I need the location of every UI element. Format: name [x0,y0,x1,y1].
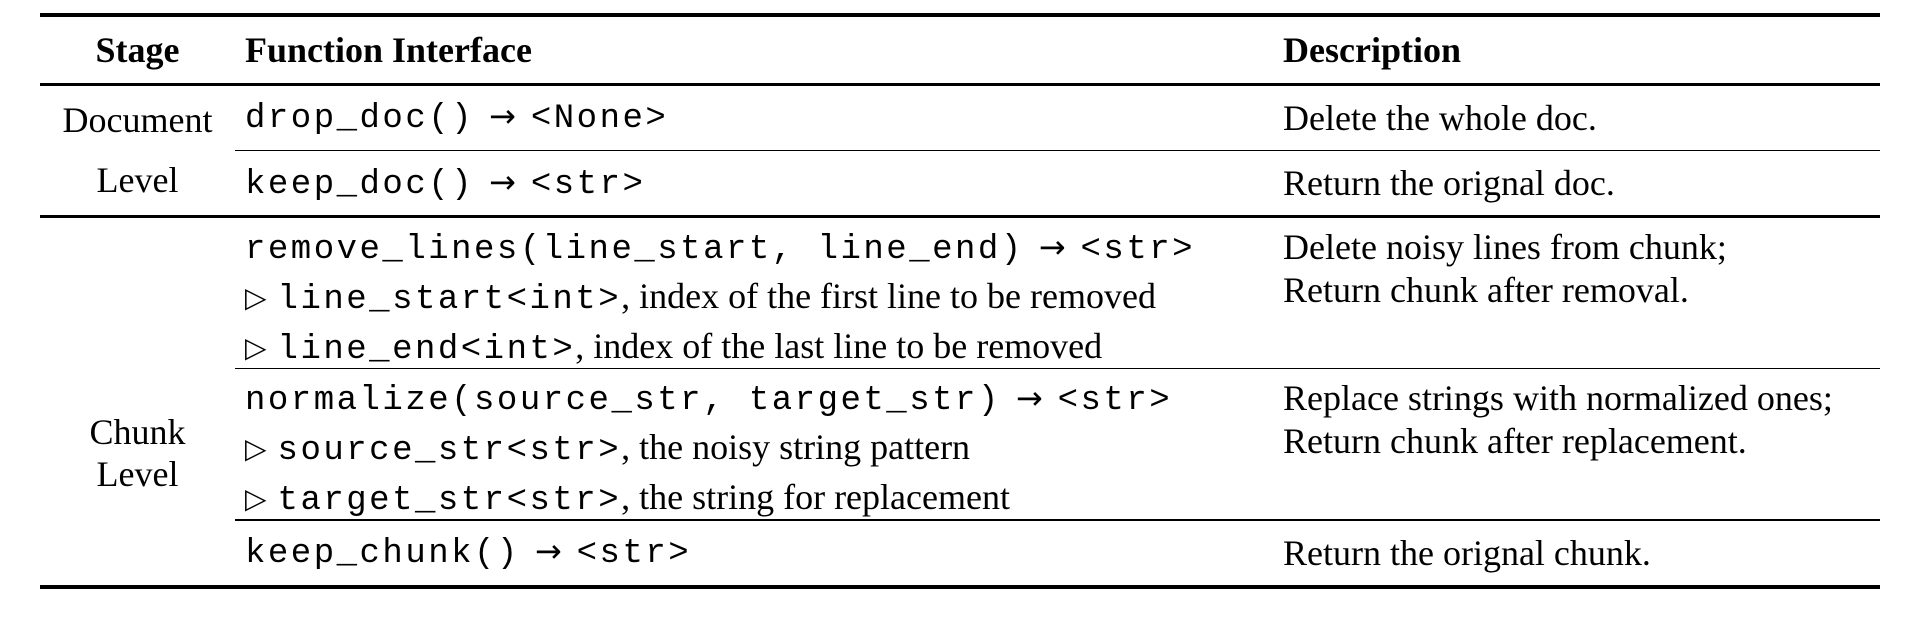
function-signature: drop_doc() → <None> [245,97,668,138]
stage-label-line: Document [62,100,213,141]
bottom-rule [40,584,1880,589]
function-call-code: remove_lines(line_start, line_end) [245,230,1024,269]
param-triangle-icon: ▷ [245,330,267,364]
description-text: Return the orignal chunk. [1283,532,1651,573]
stage-label-line: Level [96,160,179,201]
description-text: Delete the whole doc. [1283,97,1597,138]
table-row-keep-doc: keep_doc() → <str> Return the orignal doc. [235,151,1880,215]
function-call-code: keep_doc() [245,165,475,204]
function-cell: normalize(source_str, target_str)→<str> … [235,369,1275,520]
section-document-level: Document Level drop_doc() → <None> Delete … [40,86,1880,216]
stage-label-line: Chunk [89,412,186,452]
description-text: Replace strings with normalized ones; [1283,378,1833,418]
function-return-code: <str> [576,535,692,573]
param-note: , the string for replacement [621,477,1010,517]
stage-cell-chunk-level: Chunk Level [40,270,235,637]
function-return-code: <str> [530,165,646,204]
function-return-code: <str> [1080,230,1196,269]
right-arrow-icon: → [1015,379,1043,417]
table-row-remove-lines: remove_lines(line_start, line_end) → <str>… [235,218,1880,369]
param-line: ▷ line_end<int>, index of the last line t… [245,325,1275,375]
function-interface-table: Stage Function Interface Description Doc… [40,13,1880,589]
column-header-stage: Stage [95,30,180,70]
table-row-keep-chunk: keep_chunk() → <str> Return the orignal ch… [235,521,1880,585]
section-chunk-level: Chunk Level remove_lines(line_start, lin… [40,218,1880,585]
param-code: line_start<int> [277,280,622,319]
section-rows: remove_lines(line_start, line_end) → <str>… [235,218,1880,585]
param-line: ▷ source_str<str>, the noisy string patte… [245,426,1275,476]
param-note: , index of the first line to be removed [621,275,1156,316]
function-signature: normalize(source_str, target_str) → <str> [245,377,1275,426]
stage-label-line: Level [96,454,179,494]
function-call-code: drop_doc() [245,100,475,138]
description-cell: Return the orignal doc. [1275,151,1880,215]
function-signature: keep_doc() → <str> [245,163,645,204]
function-cell: keep_doc() → <str> [235,151,1275,215]
row-divider-rule [235,519,1880,521]
right-arrow-icon: → [1038,227,1066,266]
function-call-code: normalize(source_str, target_str) [245,382,1001,420]
table-row-drop-doc: drop_doc() → <None> Delete the whole doc. [235,86,1880,150]
param-triangle-icon: ▷ [245,432,267,465]
function-cell: drop_doc() → <None> [235,86,1275,150]
function-call-code: keep_chunk() [245,535,520,573]
param-line: ▷ line_start<int>, index of the first lin… [245,275,1275,325]
function-signature: keep_chunk() → <str> [245,532,691,573]
function-return-code: <str> [1057,382,1173,420]
column-header-description: Description [1283,30,1461,70]
top-rule [40,13,1880,17]
param-triangle-icon: ▷ [245,280,267,314]
param-code: line_end<int> [277,330,576,369]
column-header-function-interface: Function Interface [245,30,532,70]
param-note: , the noisy string pattern [621,427,971,467]
function-cell: keep_chunk() → <str> [235,521,1275,585]
description-text: Delete noisy lines from chunk; [1283,226,1727,267]
param-line: ▷ target_str<str>, the string for replace… [245,476,1275,526]
description-text: Return chunk after removal. [1283,269,1689,310]
right-arrow-icon: → [489,162,516,201]
right-arrow-icon: → [489,97,516,135]
row-divider-rule [235,367,1880,369]
param-code: target_str<str> [277,482,622,520]
section-divider-rule [40,215,1880,218]
row-divider-rule [235,149,1880,151]
table-header-row: Stage Function Interface Description [40,17,1880,83]
description-cell: Delete the whole doc. [1275,86,1880,150]
param-note: , index of the last line to be removed [575,325,1103,366]
section-rows: drop_doc()→<None> Delete the whole doc. … [235,86,1880,216]
table-row-normalize: normalize(source_str, target_str)→<str> … [235,369,1880,520]
description-cell: Return the orignal chunk. [1275,521,1880,585]
function-cell: remove_lines(line_start, line_end) → <str>… [235,218,1275,369]
description-cell: Replace strings with normalized ones; Re… [1275,369,1880,519]
right-arrow-icon: → [534,532,562,570]
description-text: Return the orignal doc. [1283,163,1615,203]
description-text: Return chunk after replacement. [1283,421,1747,461]
function-signature: remove_lines(line_start, line_end) → <str> [245,226,1275,275]
param-triangle-icon: ▷ [245,482,267,515]
function-return-code: <None> [530,100,669,138]
description-cell: Delete noisy lines from chunk; Return ch… [1275,218,1880,368]
param-code: source_str<str> [277,432,622,470]
header-rule [40,83,1880,86]
stage-cell-document-level: Document Level [40,86,235,216]
